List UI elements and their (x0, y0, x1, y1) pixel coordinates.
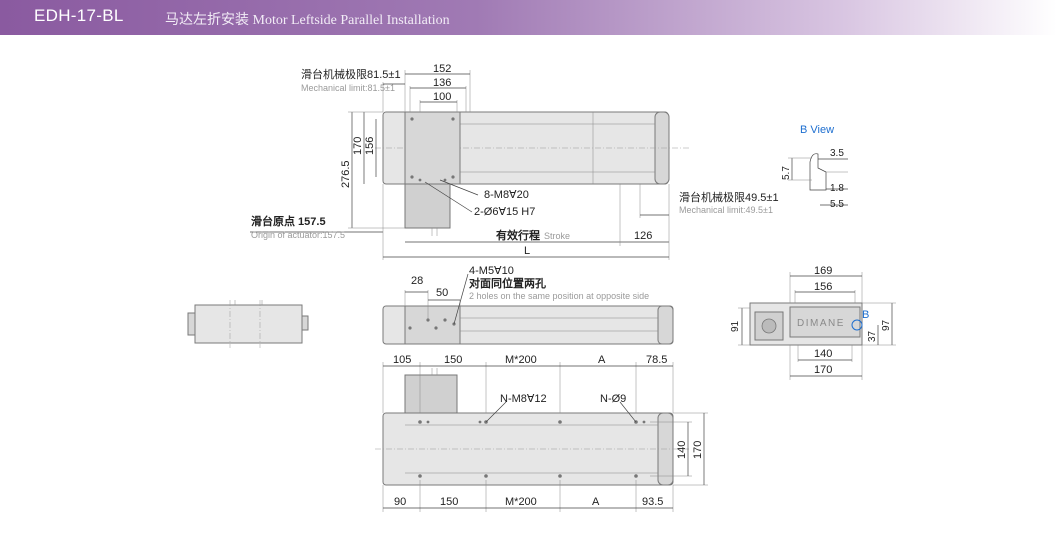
b-dim-5-5: 5.5 (830, 199, 844, 210)
b-dim-3-5: 3.5 (830, 148, 844, 159)
bottom-bot-90: 90 (394, 496, 406, 508)
holes-m8: 8-M8∀20 (484, 189, 529, 201)
b-dim-5-7: 5.7 (781, 166, 792, 180)
holes-pin: 2-Ø6∀15 H7 (474, 206, 535, 218)
side-dim-50: 50 (436, 287, 448, 299)
dim-170-top: 170 (352, 137, 364, 155)
bottom-top-150: 150 (444, 354, 462, 366)
top-view-motor (404, 183, 451, 229)
model-title: EDH-17-BL (34, 6, 124, 25)
stroke-cn: 有效行程 (496, 228, 540, 242)
bottom-bot-150: 150 (440, 496, 458, 508)
header-bar: EDH-17-BL 马达左折安装 Motor Leftside Parallel… (0, 0, 1057, 35)
end-dim-140: 140 (814, 348, 832, 360)
bottom-top-105: 105 (393, 354, 411, 366)
dim-100: 100 (433, 91, 451, 103)
bottom-n-phi9: N-Ø9 (600, 393, 626, 405)
bottom-top-78-5: 78.5 (646, 354, 667, 366)
mech-limit-right-cn: 滑台机械极限49.5±1 (679, 190, 779, 204)
end-dim-156: 156 (814, 281, 832, 293)
header-subtitle: 马达左折安装 Motor Leftside Parallel Installat… (165, 13, 450, 28)
technical-drawing: 152 136 100 滑台机械极限81.5±1 Mechanical limi… (187, 63, 896, 512)
dim-126: 126 (634, 230, 652, 242)
side-view: 28 50 4-M5∀10 对面同位置两孔 2 holes on the sam… (382, 265, 674, 345)
b-detail-circle (851, 319, 863, 331)
side-holes-note-cn: 对面同位置两孔 (469, 276, 546, 290)
end-dim-97: 97 (881, 319, 892, 331)
dim-156-top: 156 (364, 137, 376, 155)
bottom-bot-m200: M*200 (505, 496, 537, 508)
side-view-carriage (404, 305, 461, 345)
dim-276-5: 276.5 (340, 160, 352, 188)
origin-cn: 滑台原点 157.5 (251, 214, 326, 228)
end-dim-37: 37 (867, 330, 878, 342)
b-view-profile (809, 153, 827, 191)
end-dim-170: 170 (814, 364, 832, 376)
mech-limit-left-cn: 滑台机械极限81.5±1 (301, 67, 401, 81)
bottom-view: 105 150 M*200 A 78.5 N-M8∀12 N-Ø9 140 17… (375, 354, 708, 512)
bottom-top-a: A (598, 354, 606, 366)
end-view: DIMANE B 169 156 91 97 37 140 170 (730, 265, 896, 380)
end-dim-91: 91 (730, 320, 741, 332)
origin-en: Origin of actuator:157.5 (251, 230, 345, 240)
end-dim-169: 169 (814, 265, 832, 277)
dim-L: L (524, 245, 530, 257)
b-view-title: B View (800, 124, 834, 136)
b-view: B View 3.5 5.7 1.8 5.5 (781, 124, 848, 210)
side-holes-note-en: 2 holes on the same position at opposite… (469, 291, 649, 301)
bottom-dim-170: 170 (692, 441, 704, 459)
end-view-logo: DIMANE (797, 318, 845, 329)
dim-136: 136 (433, 77, 451, 89)
bottom-n-m8: N-M8∀12 (500, 393, 547, 405)
mech-limit-right-en: Mechanical limit:49.5±1 (679, 205, 773, 215)
stroke-en: Stroke (544, 231, 570, 241)
side-holes-m5: 4-M5∀10 (469, 265, 514, 277)
bottom-bot-a: A (592, 496, 600, 508)
b-dim-1-8: 1.8 (830, 183, 844, 194)
side-dim-28: 28 (411, 275, 423, 287)
top-view: 152 136 100 滑台机械极限81.5±1 Mechanical limi… (250, 63, 779, 260)
mech-limit-left-en: Mechanical limit:81.5±1 (301, 83, 395, 93)
bottom-view-motor (404, 374, 458, 414)
left-end-body (194, 304, 303, 344)
bottom-top-m200: M*200 (505, 354, 537, 366)
left-end-view (187, 300, 309, 348)
dim-152: 152 (433, 63, 451, 75)
top-view-carriage (404, 111, 461, 185)
bottom-dim-140: 140 (676, 441, 688, 459)
bottom-bot-93-5: 93.5 (642, 496, 663, 508)
end-view-label-b: B (862, 309, 869, 321)
